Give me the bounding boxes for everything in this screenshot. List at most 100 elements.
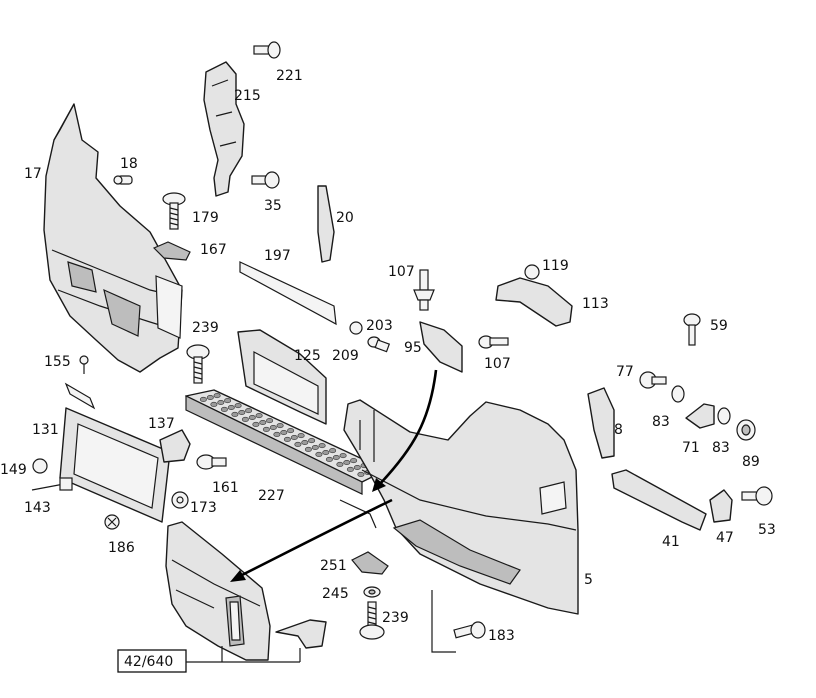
part-107-screw-lower[interactable]: [478, 335, 509, 349]
part-41-support[interactable]: [611, 469, 707, 531]
callout-227: 227: [258, 488, 285, 504]
part-137-clip[interactable]: [159, 429, 191, 463]
part-113-trim[interactable]: [495, 277, 573, 327]
part-251-clip[interactable]: [351, 551, 389, 575]
grate-hole: [339, 453, 347, 459]
grate-hole: [318, 443, 326, 449]
part-161-screw[interactable]: [196, 454, 227, 470]
callout-107-lower: 107: [484, 356, 511, 372]
callout-20: 20: [336, 210, 354, 226]
part-lower-bracket[interactable]: [275, 619, 327, 649]
part-59-bolt[interactable]: [683, 313, 701, 346]
part-side-cylinder[interactable]: [64, 382, 96, 410]
grate-hole: [343, 459, 351, 465]
part-179-screw[interactable]: [162, 192, 186, 230]
grate-hole: [322, 449, 330, 455]
callout-251: 251: [320, 558, 347, 574]
part-209-bolt[interactable]: [367, 336, 391, 353]
part-107-pin-upper[interactable]: [413, 269, 435, 311]
part-47-clip[interactable]: [709, 489, 733, 523]
grate-hole: [325, 456, 333, 462]
callout-155: 155: [44, 354, 71, 370]
grate-hole: [283, 436, 291, 442]
part-18-clip[interactable]: [113, 175, 133, 185]
callout-77: 77: [616, 364, 634, 380]
grate-hole: [297, 433, 305, 439]
part-35-bolt[interactable]: [251, 171, 280, 189]
grate-hole: [280, 429, 288, 435]
grate-hole: [357, 471, 365, 477]
part-77-bolt[interactable]: [639, 371, 667, 389]
callout-83-b: 83: [712, 440, 730, 456]
grate-hole: [252, 421, 260, 427]
callout-173: 173: [190, 500, 217, 516]
callout-161: 161: [212, 480, 239, 496]
part-143-pin[interactable]: [31, 477, 73, 491]
part-8-bracket[interactable]: [587, 387, 615, 459]
grate-hole: [245, 408, 253, 414]
part-5-right-bumper-corner[interactable]: [343, 399, 579, 615]
leader-183: [431, 590, 456, 653]
part-83-washer-a[interactable]: [671, 385, 685, 403]
part-17-left-bumper-corner[interactable]: [43, 103, 183, 373]
grate-hole: [346, 466, 354, 472]
callout-239-lower: 239: [382, 610, 409, 626]
grate-hole: [231, 411, 239, 417]
grate-hole: [217, 399, 225, 405]
part-119-washer[interactable]: [524, 264, 540, 280]
grate-hole: [248, 414, 256, 420]
callout-131: 131: [32, 422, 59, 438]
part-183-bolt[interactable]: [453, 621, 486, 639]
grate-hole: [259, 419, 267, 425]
part-173-washer[interactable]: [171, 491, 189, 509]
callout-47: 47: [716, 530, 734, 546]
callout-71: 71: [682, 440, 700, 456]
callout-41: 41: [662, 534, 680, 550]
grate-hole: [353, 464, 361, 470]
part-186-fastener[interactable]: [104, 514, 120, 530]
part-239-screw-lower[interactable]: [359, 601, 385, 640]
callout-35: 35: [264, 198, 282, 214]
part-227-step-grate[interactable]: [185, 389, 387, 529]
grate-hole: [227, 404, 235, 410]
part-239-screw-upper[interactable]: [186, 344, 210, 384]
grate-hole: [266, 418, 274, 424]
part-203-nut[interactable]: [349, 321, 363, 335]
callout-186: 186: [108, 540, 135, 556]
part-71-angle-bracket[interactable]: [685, 403, 715, 429]
part-83-washer-b[interactable]: [717, 407, 731, 425]
grate-hole: [224, 398, 232, 404]
part-95-bracket[interactable]: [419, 321, 463, 373]
grate-hole: [262, 426, 270, 432]
part-149-fastener[interactable]: [32, 458, 48, 474]
grate-hole: [241, 416, 249, 422]
callout-143: 143: [24, 500, 51, 516]
part-125-bracket[interactable]: [237, 329, 327, 425]
grate-hole: [199, 396, 207, 402]
grate-hole: [308, 438, 316, 444]
part-167-clip[interactable]: [152, 241, 191, 261]
grate-hole: [210, 401, 218, 407]
grate-hole: [287, 428, 295, 434]
callout-5: 5: [584, 572, 593, 588]
part-131-plate-holder[interactable]: [59, 407, 171, 523]
callout-179: 179: [192, 210, 219, 226]
part-221-bolt[interactable]: [253, 41, 281, 59]
grate-hole: [332, 454, 340, 460]
part-197-strip[interactable]: [239, 261, 337, 326]
part-215-bracket[interactable]: [203, 61, 245, 197]
callout-8: 8: [614, 422, 623, 438]
grate-hole: [238, 409, 246, 415]
grate-hole: [234, 403, 242, 409]
part-155-screw[interactable]: [79, 355, 89, 374]
callout-197: 197: [264, 248, 291, 264]
part-20-bracket[interactable]: [317, 185, 335, 263]
part-53-bolt[interactable]: [741, 486, 773, 506]
part-89-nut[interactable]: [736, 419, 756, 441]
assembly-arrows: [230, 369, 438, 582]
grate-hole: [273, 431, 281, 437]
part-42-640-lower-trim[interactable]: [165, 521, 271, 661]
grate-hole: [290, 434, 298, 440]
callout-89: 89: [742, 454, 760, 470]
part-245-washer[interactable]: [363, 586, 381, 598]
